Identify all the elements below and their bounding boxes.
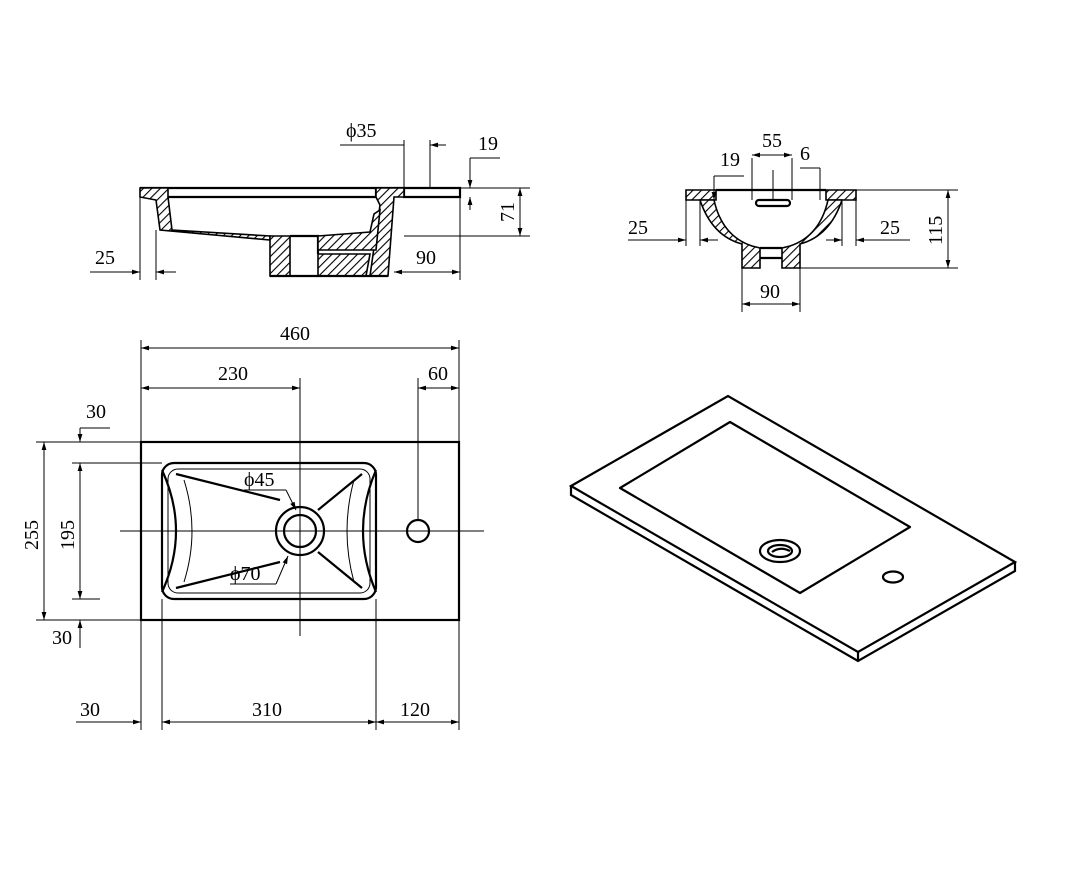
dim-front-6: 6 bbox=[800, 143, 810, 165]
dim-top-30-bottom: 30 bbox=[80, 699, 100, 721]
dim-front-55: 55 bbox=[762, 130, 782, 152]
dim-top-310: 310 bbox=[252, 699, 282, 721]
isometric-view bbox=[568, 394, 1018, 663]
dim-side-71: 71 bbox=[497, 202, 519, 222]
dim-top-255: 255 bbox=[21, 520, 43, 550]
dim-side-dia-35: ϕ35 bbox=[346, 120, 377, 142]
dim-front-25-right: 25 bbox=[880, 217, 900, 239]
dim-top-30-lower: 30 bbox=[52, 627, 72, 649]
dim-front-90: 90 bbox=[760, 281, 780, 303]
side-section-view: ϕ35 19 71 25 90 bbox=[90, 120, 530, 280]
dim-side-19: 19 bbox=[478, 133, 498, 155]
dim-top-195: 195 bbox=[57, 520, 79, 550]
top-plan-view: 460 230 60 30 255 195 30 ϕ45 ϕ70 bbox=[21, 323, 484, 730]
dim-top-30-upper: 30 bbox=[86, 401, 106, 423]
dim-top-dia-70: ϕ70 bbox=[230, 563, 261, 585]
dim-top-460: 460 bbox=[280, 323, 310, 345]
front-section-view: 55 6 19 25 25 115 90 bbox=[628, 130, 958, 312]
dim-top-60: 60 bbox=[428, 363, 448, 385]
dim-front-25-left: 25 bbox=[628, 217, 648, 239]
dim-top-dia-45: ϕ45 bbox=[244, 469, 275, 491]
dim-front-19: 19 bbox=[720, 149, 740, 171]
dim-side-90: 90 bbox=[416, 247, 436, 269]
dim-top-230: 230 bbox=[218, 363, 248, 385]
dim-front-115: 115 bbox=[925, 216, 947, 245]
dim-side-25: 25 bbox=[95, 247, 115, 269]
dim-top-120: 120 bbox=[400, 699, 430, 721]
